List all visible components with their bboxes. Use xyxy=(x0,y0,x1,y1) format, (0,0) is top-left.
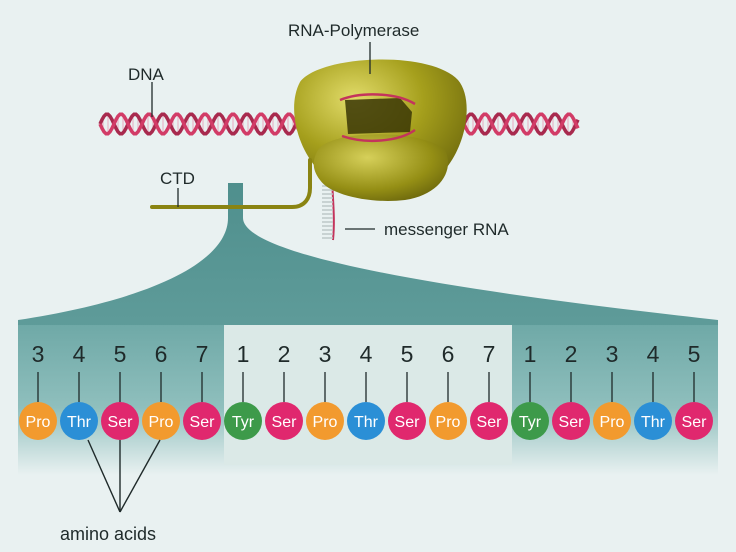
amino-acids-callout xyxy=(87,439,161,513)
dna-label: DNA xyxy=(128,65,165,84)
ctd-label: CTD xyxy=(160,169,195,188)
pro-circle xyxy=(593,402,631,440)
residue-label: Ser xyxy=(395,414,421,431)
position-number: 4 xyxy=(647,341,660,367)
position-number: 7 xyxy=(196,341,209,367)
residue-label: Ser xyxy=(559,414,585,431)
ser-circle xyxy=(183,402,221,440)
position-number: 6 xyxy=(442,341,455,367)
residue-label: Thr xyxy=(354,414,379,431)
position-number: 2 xyxy=(278,341,291,367)
residue-label: Thr xyxy=(641,414,666,431)
position-number: 5 xyxy=(401,341,414,367)
position-number: 3 xyxy=(606,341,619,367)
position-number: 4 xyxy=(73,341,86,367)
ser-circle xyxy=(470,402,508,440)
ser-circle xyxy=(101,402,139,440)
position-number: 3 xyxy=(319,341,332,367)
pro-circle xyxy=(19,402,57,440)
residue-label: Thr xyxy=(67,414,92,431)
ser-circle xyxy=(265,402,303,440)
rna-polymerase-label: RNA-Polymerase xyxy=(288,21,419,40)
amino-acid-sequence: 3Pro4Thr5Ser6Pro7Ser1Tyr2Ser3Pro4Thr5Ser… xyxy=(19,341,713,440)
position-number: 4 xyxy=(360,341,373,367)
messenger-rna-label: messenger RNA xyxy=(384,220,509,239)
residue-label: Tyr xyxy=(232,414,255,431)
amino-acids-label: amino acids xyxy=(60,524,156,544)
residue-label: Ser xyxy=(682,414,708,431)
residue-label: Ser xyxy=(190,414,216,431)
position-number: 1 xyxy=(524,341,537,367)
position-number: 7 xyxy=(483,341,496,367)
position-number: 1 xyxy=(237,341,250,367)
thr-circle xyxy=(347,402,385,440)
pro-circle xyxy=(142,402,180,440)
position-number: 6 xyxy=(155,341,168,367)
ctd-tail xyxy=(150,158,312,209)
residue-label: Pro xyxy=(313,414,338,431)
rna-polymerase xyxy=(294,59,467,201)
tyr-circle xyxy=(224,402,262,440)
residue-label: Ser xyxy=(477,414,503,431)
position-number: 2 xyxy=(565,341,578,367)
residue-label: Ser xyxy=(108,414,134,431)
pro-circle xyxy=(429,402,467,440)
position-number: 5 xyxy=(114,341,127,367)
heptad-repeat-highlight xyxy=(224,325,512,465)
ser-circle xyxy=(675,402,713,440)
residue-label: Pro xyxy=(149,414,174,431)
pro-circle xyxy=(306,402,344,440)
thr-circle xyxy=(634,402,672,440)
ser-circle xyxy=(388,402,426,440)
ser-circle xyxy=(552,402,590,440)
residue-label: Pro xyxy=(436,414,461,431)
residue-label: Ser xyxy=(272,414,298,431)
position-number: 5 xyxy=(688,341,701,367)
residue-label: Tyr xyxy=(519,414,542,431)
thr-circle xyxy=(60,402,98,440)
residue-label: Pro xyxy=(600,414,625,431)
position-number: 3 xyxy=(32,341,45,367)
residue-label: Pro xyxy=(26,414,51,431)
tyr-circle xyxy=(511,402,549,440)
